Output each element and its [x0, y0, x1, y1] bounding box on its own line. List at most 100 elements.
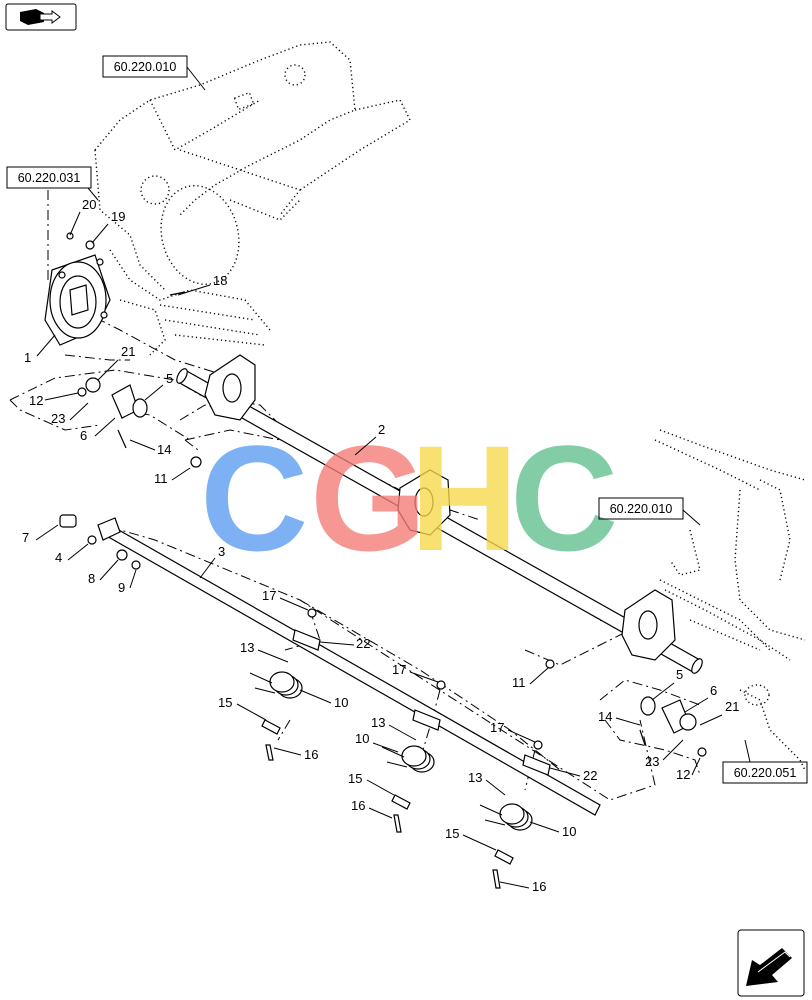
- callout: 17: [490, 720, 536, 743]
- svg-text:7: 7: [22, 530, 29, 545]
- callout: 7: [22, 524, 59, 545]
- watermark-letter: C: [200, 414, 308, 582]
- svg-text:5: 5: [676, 667, 683, 682]
- svg-text:17: 17: [392, 662, 406, 677]
- svg-text:22: 22: [356, 636, 370, 651]
- watermark: C G H C: [200, 414, 618, 582]
- svg-text:10: 10: [562, 824, 576, 839]
- svg-text:16: 16: [351, 798, 365, 813]
- callout: 8: [88, 559, 119, 586]
- svg-text:11: 11: [512, 675, 526, 690]
- svg-text:18: 18: [213, 273, 227, 288]
- callout: 4: [55, 543, 89, 565]
- callout: 15: [348, 771, 395, 796]
- tube-part-3: [97, 517, 601, 816]
- svg-text:17: 17: [490, 720, 504, 735]
- callout: 23: [51, 402, 89, 426]
- callout: 12: [676, 757, 701, 782]
- callout: 17: [262, 588, 309, 611]
- callout: 20: [69, 197, 96, 236]
- callout: 5: [144, 371, 173, 401]
- view-orientation-icon[interactable]: [5, 3, 77, 31]
- svg-text:21: 21: [121, 344, 135, 359]
- callout: 10: [299, 689, 348, 710]
- callout: 18: [177, 273, 227, 296]
- callout: 15: [218, 695, 267, 721]
- svg-text:60.220.051: 60.220.051: [734, 766, 797, 780]
- svg-text:21: 21: [725, 699, 739, 714]
- svg-text:23: 23: [645, 754, 659, 769]
- callout: 5: [651, 667, 683, 701]
- callout: 16: [273, 747, 318, 762]
- svg-text:10: 10: [355, 731, 369, 746]
- svg-text:23: 23: [51, 411, 65, 426]
- svg-text:6: 6: [710, 683, 717, 698]
- svg-text:19: 19: [111, 209, 125, 224]
- next-page-arrow-icon[interactable]: [737, 929, 805, 997]
- svg-text:60.220.010: 60.220.010: [610, 502, 673, 516]
- svg-text:5: 5: [166, 371, 173, 386]
- svg-text:8: 8: [88, 571, 95, 586]
- callout: 23: [645, 739, 684, 769]
- callout: 13: [371, 715, 417, 741]
- svg-text:22: 22: [583, 768, 597, 783]
- callout: 14: [598, 709, 641, 726]
- torsion-springs-part-10: [249, 671, 533, 889]
- callout: 1: [24, 334, 56, 365]
- lower-frame-phantom: [559, 429, 806, 771]
- reference-box-top[interactable]: 60.220.010: [102, 55, 206, 91]
- svg-text:13: 13: [371, 715, 385, 730]
- watermark-letter: G: [310, 414, 427, 582]
- svg-text:12: 12: [676, 767, 690, 782]
- callout: 15: [445, 826, 497, 851]
- callout: 2: [354, 422, 385, 456]
- hardware-parts: [59, 232, 707, 757]
- svg-text:3: 3: [218, 544, 225, 559]
- callout: 21: [699, 699, 739, 726]
- svg-text:13: 13: [468, 770, 482, 785]
- callout: 10: [529, 821, 576, 839]
- callout: 13: [240, 640, 289, 663]
- svg-text:12: 12: [29, 393, 43, 408]
- callout: 3: [199, 544, 225, 579]
- svg-text:15: 15: [348, 771, 362, 786]
- svg-text:13: 13: [240, 640, 254, 655]
- callout: 11: [512, 667, 549, 690]
- svg-text:60.220.031: 60.220.031: [18, 171, 81, 185]
- svg-text:9: 9: [118, 580, 125, 595]
- svg-text:6: 6: [80, 428, 87, 443]
- reference-box-right[interactable]: 60.220.010: [598, 497, 701, 526]
- svg-text:16: 16: [532, 879, 546, 894]
- callout: 19: [91, 209, 125, 244]
- callout: 22: [549, 767, 597, 783]
- upper-frame-phantom: [94, 41, 411, 356]
- callout: 21: [97, 344, 135, 381]
- bearing-housing-part-1: [44, 254, 111, 346]
- callout: 10: [355, 731, 399, 753]
- svg-text:15: 15: [445, 826, 459, 841]
- svg-text:14: 14: [598, 709, 612, 724]
- callout: 9: [118, 569, 137, 595]
- main-shaft-part-2: [176, 354, 703, 674]
- svg-text:14: 14: [157, 442, 171, 457]
- svg-text:15: 15: [218, 695, 232, 710]
- callout: 6: [80, 417, 116, 443]
- svg-text:60.220.010: 60.220.010: [114, 60, 177, 74]
- watermark-letter: H: [410, 414, 518, 582]
- svg-text:1: 1: [24, 350, 31, 365]
- callout: 11: [154, 467, 191, 486]
- callout: 6: [684, 683, 717, 713]
- callout: 14: [129, 439, 171, 457]
- svg-text:20: 20: [82, 197, 96, 212]
- callout-labels: 20 19 18 21 5 12 23 6 1 14 2 11 7 4 8 9 …: [22, 197, 739, 894]
- callout: 16: [351, 798, 393, 819]
- svg-text:4: 4: [55, 550, 62, 565]
- svg-text:16: 16: [304, 747, 318, 762]
- callout: 22: [319, 636, 370, 651]
- callout: 13: [468, 770, 506, 796]
- svg-text:10: 10: [334, 695, 348, 710]
- reference-box-left[interactable]: 60.220.031: [6, 166, 99, 201]
- reference-box-bottom[interactable]: 60.220.051: [722, 739, 808, 784]
- callout: 16: [499, 879, 546, 894]
